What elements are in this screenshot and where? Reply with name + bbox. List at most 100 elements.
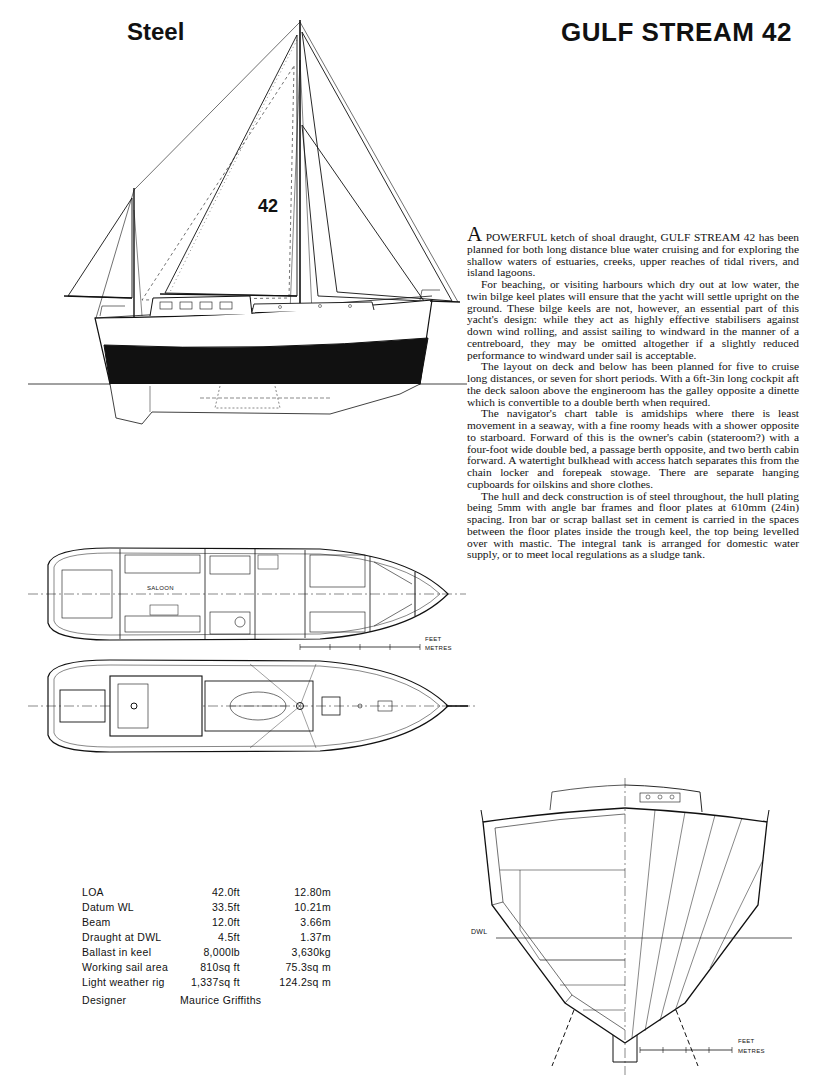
mizzen-mast-step (131, 703, 137, 709)
deck-outline (48, 660, 448, 752)
heads (210, 612, 250, 634)
window (220, 302, 232, 309)
scale-tick (663, 1047, 664, 1053)
mizzen-mast (133, 188, 134, 322)
shroud (290, 60, 300, 312)
porthole (349, 305, 352, 308)
cabin-top (205, 681, 313, 731)
bilge-keel (552, 1010, 574, 1066)
body-paragraph: The navigator's chart table is amidships… (467, 408, 799, 490)
centreline (625, 778, 626, 1075)
spec-metric: 12.80m (294, 886, 331, 898)
plate-seam (675, 818, 742, 1011)
design-waterline (496, 938, 792, 939)
shroud (134, 210, 142, 316)
scale-tick (640, 1047, 641, 1053)
porthole (319, 305, 322, 308)
scale-unit: METRES (737, 1048, 766, 1054)
trough-keel (613, 1035, 637, 1062)
scale-unit: FEET (737, 1038, 756, 1044)
rudder-post (150, 386, 151, 412)
berth-line (500, 870, 625, 871)
section-hull-left (483, 808, 625, 1043)
scale-tick (300, 644, 301, 650)
dinette (125, 616, 200, 632)
cabin-top (625, 785, 702, 812)
body-paragraph: The layout on deck and below has been pl… (467, 361, 799, 408)
plate-seam (632, 810, 655, 1038)
shroud (300, 664, 316, 706)
plate-seam (660, 815, 715, 1021)
spec-name: Draught at DWL (82, 931, 161, 943)
inner-hull-line (54, 553, 440, 635)
window (180, 302, 192, 309)
spec-metric: 3,630kg (292, 946, 331, 958)
porthole (670, 795, 674, 799)
spec-metric: 75.3sq m (285, 961, 331, 973)
scale-tick (686, 1047, 687, 1053)
porthole (279, 306, 282, 309)
bowsprit (446, 705, 468, 707)
windlass (378, 701, 392, 711)
body-paragraph: The hull and deck construction is of ste… (467, 491, 799, 562)
spec-metric: 10.21m (294, 901, 331, 913)
section-hull-right (625, 808, 767, 1043)
double-bed (310, 555, 365, 587)
shroud (300, 706, 316, 748)
scale-tick (390, 644, 391, 650)
stern-rail (100, 306, 125, 316)
scale-tick (732, 1047, 733, 1053)
skylight-bar (230, 706, 286, 707)
ballast-line (200, 398, 330, 399)
page-title: GULF STREAM 42 (430, 17, 792, 48)
spec-name: Ballast in keel (82, 946, 151, 958)
centreline (28, 594, 466, 595)
staysail (302, 125, 424, 301)
bilge-keel (676, 1010, 698, 1066)
engine (62, 570, 112, 618)
galley (125, 555, 200, 573)
centreline (28, 706, 476, 707)
mizzen-boom (64, 296, 132, 298)
mainsail (165, 35, 297, 296)
bulwark-line (54, 665, 440, 747)
porthole (658, 795, 662, 799)
cabin-top (252, 302, 374, 312)
spec-imperial: 33.5ft (212, 901, 240, 913)
cabin-side (550, 785, 625, 810)
window (200, 302, 212, 309)
designer-name: Maurice Griffiths (180, 994, 261, 1006)
bulkhead (120, 549, 121, 639)
plate-seam (710, 860, 763, 968)
table (150, 605, 178, 615)
sail-number: 42 (258, 196, 278, 217)
spec-imperial: 42.0ft (212, 886, 240, 898)
spec-name: LOA (82, 886, 104, 898)
mizzen-backstay (96, 190, 134, 318)
spec-metric: 124.2sq m (279, 976, 331, 988)
scale-tick (420, 644, 421, 650)
frame-line (495, 814, 625, 1030)
accommodation-outline (48, 548, 448, 640)
mizzen-sail (68, 198, 132, 298)
light-weather-sail (170, 40, 297, 292)
body-paragraph: A POWERFUL ketch of shoal draught, GULF … (467, 229, 799, 279)
spec-name: Beam (82, 916, 111, 928)
deck-saloon-roof (110, 676, 202, 736)
floor-plate (560, 985, 625, 986)
spec-imperial: 1,337sq ft (191, 976, 240, 988)
shroud (250, 664, 300, 706)
passage-berth (310, 612, 365, 632)
main-boom (160, 294, 297, 296)
room-label: SALOON (146, 585, 175, 591)
scale-tick (330, 644, 331, 650)
spec-imperial: 12.0ft (212, 916, 240, 928)
cockpit (60, 690, 105, 722)
floor-plate (583, 1010, 625, 1011)
body-paragraph: For beaching, or visiting harbours which… (467, 279, 799, 361)
porthole (646, 795, 650, 799)
bulkhead (305, 550, 306, 638)
berth (374, 604, 412, 626)
spec-name: Datum WL (82, 901, 134, 913)
